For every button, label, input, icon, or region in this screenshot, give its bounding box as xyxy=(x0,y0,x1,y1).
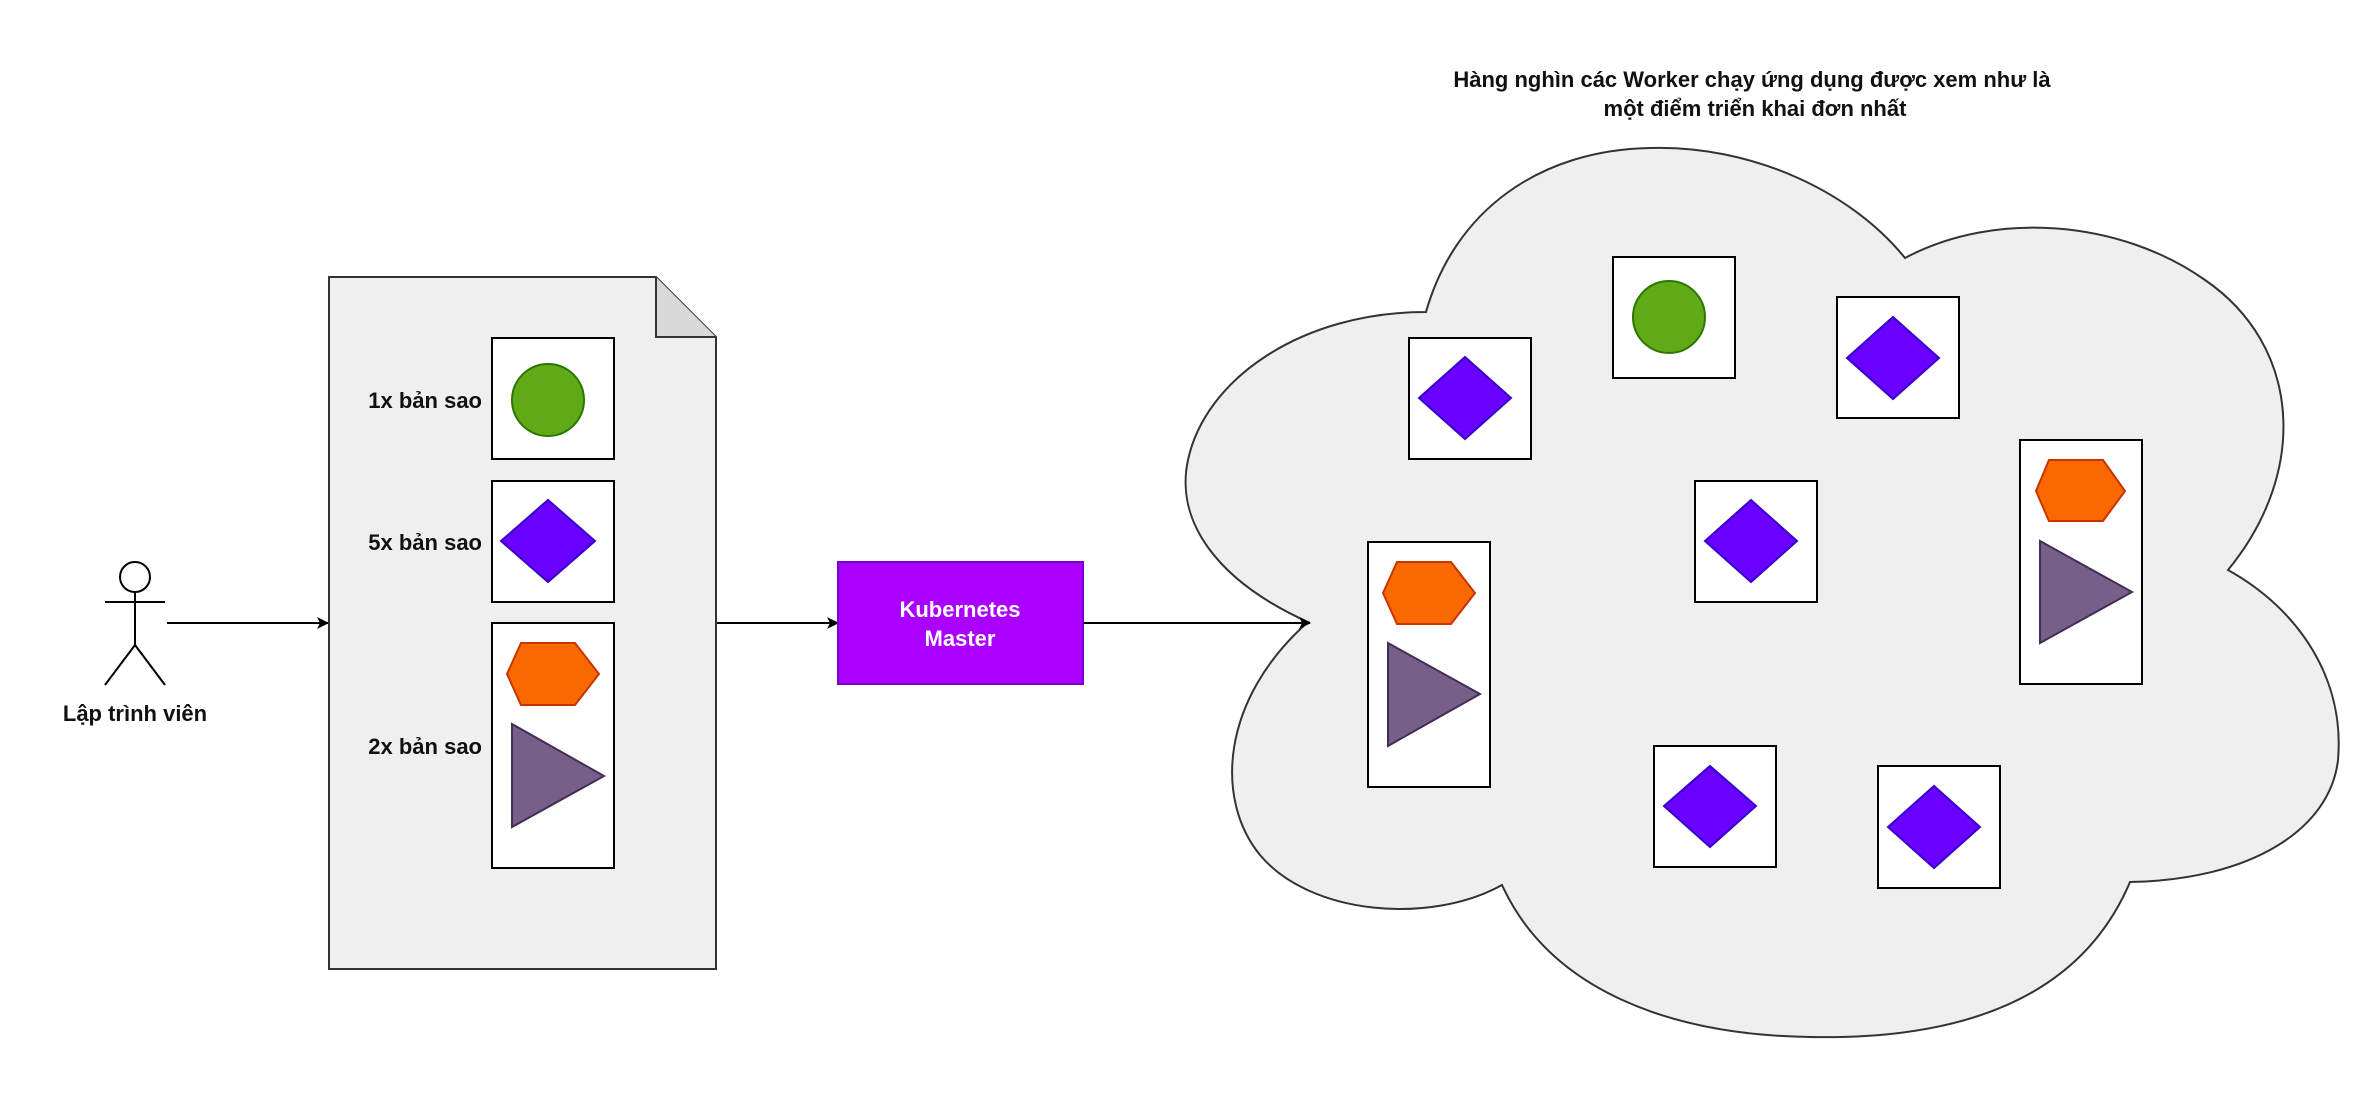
manifest-pod-box xyxy=(491,337,615,460)
worker-pod-box xyxy=(1367,541,1491,788)
worker-pod-box xyxy=(1877,765,2001,889)
worker-pod-box xyxy=(2019,439,2143,685)
diamond-icon xyxy=(1703,498,1799,584)
worker-pod-box xyxy=(1653,745,1777,868)
developer-actor-icon xyxy=(104,561,166,686)
cloud-caption-line-2: một điểm triển khai đơn nhất xyxy=(1604,96,1908,121)
circle-icon xyxy=(1632,280,1706,354)
worker-pod-box xyxy=(1408,337,1532,460)
kubernetes-master-label-line-1: Kubernetes xyxy=(899,597,1020,622)
triangle-icon xyxy=(1387,641,1483,748)
triangle-icon xyxy=(511,722,607,829)
worker-pod-box xyxy=(1612,256,1736,379)
hexagon-icon xyxy=(505,642,601,706)
diamond-icon xyxy=(1417,355,1513,441)
kubernetes-master-label-line-2: Master xyxy=(925,626,996,651)
hexagon-icon xyxy=(2034,459,2127,522)
diamond-icon xyxy=(1845,315,1941,401)
manifest-pod-box xyxy=(491,622,615,869)
worker-pod-box xyxy=(1694,480,1818,603)
manifest-row-label: 5x bản sao xyxy=(368,530,482,555)
cloud-caption-line-1: Hàng nghìn các Worker chạy ứng dụng được… xyxy=(1453,67,2051,92)
developer-label: Lập trình viên xyxy=(63,701,207,726)
diamond-icon xyxy=(1886,784,1982,870)
triangle-icon xyxy=(2039,539,2135,645)
manifest-row-label: 1x bản sao xyxy=(368,388,482,413)
diamond-icon xyxy=(499,498,597,584)
worker-pod-box xyxy=(1836,296,1960,419)
kubernetes-master-box: Kubernetes Master xyxy=(837,561,1084,685)
hexagon-icon xyxy=(1381,561,1477,625)
manifest-pod-box xyxy=(491,480,615,603)
diamond-icon xyxy=(1662,764,1758,849)
circle-icon xyxy=(511,363,585,437)
manifest-row-label: 2x bản sao xyxy=(368,734,482,759)
